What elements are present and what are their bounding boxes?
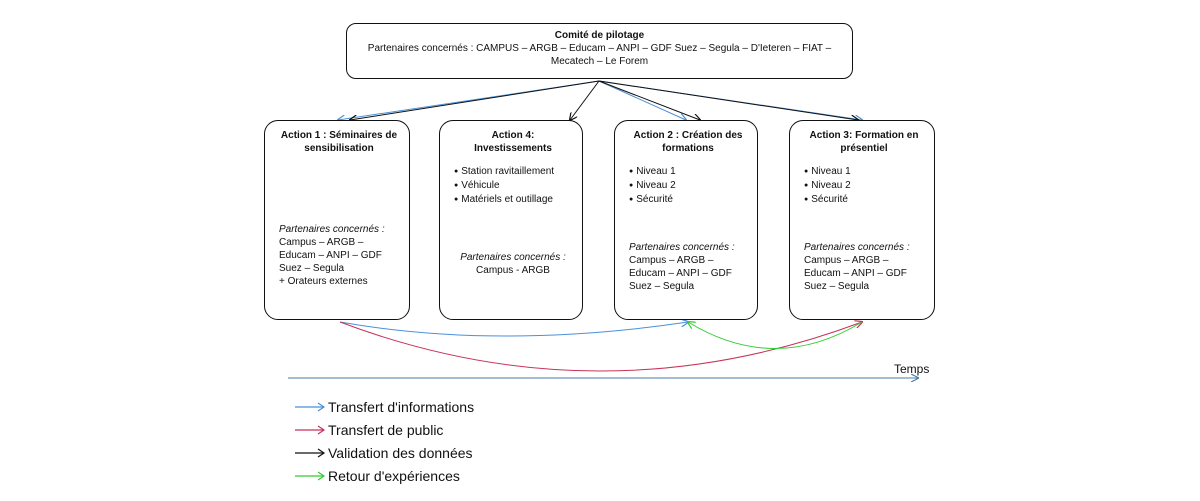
action4-title: Action 4: Investissements [474,130,552,154]
partner-line: Campus – ARGB – [629,255,714,266]
list-item: Niveau 1 [804,165,924,179]
action4-partners: Campus - ARGB [454,264,572,277]
action2-partners-label: Partenaires concernés : [629,242,735,253]
validation-arrow-to-action1 [350,80,600,120]
action2-box: Action 2 : Création des formations Nivea… [614,120,758,320]
action1-title: Action 1 : Séminaires de sensibilisation [280,130,398,154]
action3-partners-label: Partenaires concernés : [804,242,910,253]
action2-title: Action 2 : Création des formations [633,130,743,154]
action4-partners-label: Partenaires concernés : [460,252,566,263]
legend-label: Retour d'expériences [328,468,460,484]
black-arrow-icon [295,448,326,458]
steering-committee-box: Comité de pilotage Partenaires concernés… [346,23,853,79]
legend-label: Validation des données [328,445,473,461]
action2-partners: Campus – ARGB – Educam – ANPI – GDF Suez… [629,254,747,293]
list-item: Station ravitaillement [454,165,572,179]
legend-label: Transfert d'informations [328,399,475,415]
partner-line: Educam – ANPI – GDF [279,250,382,261]
experience-curve-action3-to-action2 [688,322,863,349]
list-item: Niveau 1 [629,165,747,179]
action4-box: Action 4: Investissements Station ravita… [439,120,583,320]
action3-box: Action 3: Formation en présentiel Niveau… [789,120,935,320]
list-item: Niveau 2 [804,179,924,193]
action1-partners-label: Partenaires concernés : [279,224,385,235]
partner-line: Campus - ARGB [476,265,550,276]
partner-line: Suez – Segula [804,281,870,292]
partner-line: Educam – ANPI – GDF [804,268,907,279]
public-curve-action1-to-action3 [339,322,862,372]
list-item: Matériels et outillage [454,193,572,207]
partner-line: Campus – ARGB – [279,237,364,248]
action2-items: Niveau 1 Niveau 2 Sécurité [629,165,747,207]
action3-items: Niveau 1 Niveau 2 Sécurité [804,165,924,207]
info-curve-action1-to-action2 [339,322,688,337]
blue-arrow-icon [295,402,326,412]
list-item: Sécurité [804,193,924,207]
partner-line: + Orateurs externes [279,276,368,287]
action4-items: Station ravitaillement Véhicule Matériel… [454,165,572,207]
partner-line: Campus – ARGB – [804,255,889,266]
legend-label: Transfert de public [328,422,444,438]
partner-line: Suez – Segula [279,263,345,274]
list-item: Véhicule [454,179,572,193]
action1-box: Action 1 : Séminaires de sensibilisation… [264,120,410,320]
action3-partners: Campus – ARGB – Educam – ANPI – GDF Suez… [804,254,924,293]
action1-partners: Campus – ARGB – Educam – ANPI – GDF Suez… [279,236,399,288]
list-item: Sécurité [629,193,747,207]
red-arrow-icon [295,425,326,435]
committee-title: Comité de pilotage [554,30,645,41]
partner-line: Educam – ANPI – GDF [629,268,732,279]
partner-line: Suez – Segula [629,281,695,292]
validation-arrow-to-action3 [598,80,858,120]
validation-arrow-to-action2 [598,80,700,120]
timeline-label: Temps [894,362,930,376]
green-arrow-icon [295,471,326,481]
action3-title: Action 3: Formation en présentiel [809,130,919,154]
info-arrow-to-action2 [598,80,686,120]
list-item: Niveau 2 [629,179,747,193]
validation-arrow-to-action4 [570,80,600,120]
committee-partners: Partenaires concernés : CAMPUS – ARGB – … [367,43,832,67]
